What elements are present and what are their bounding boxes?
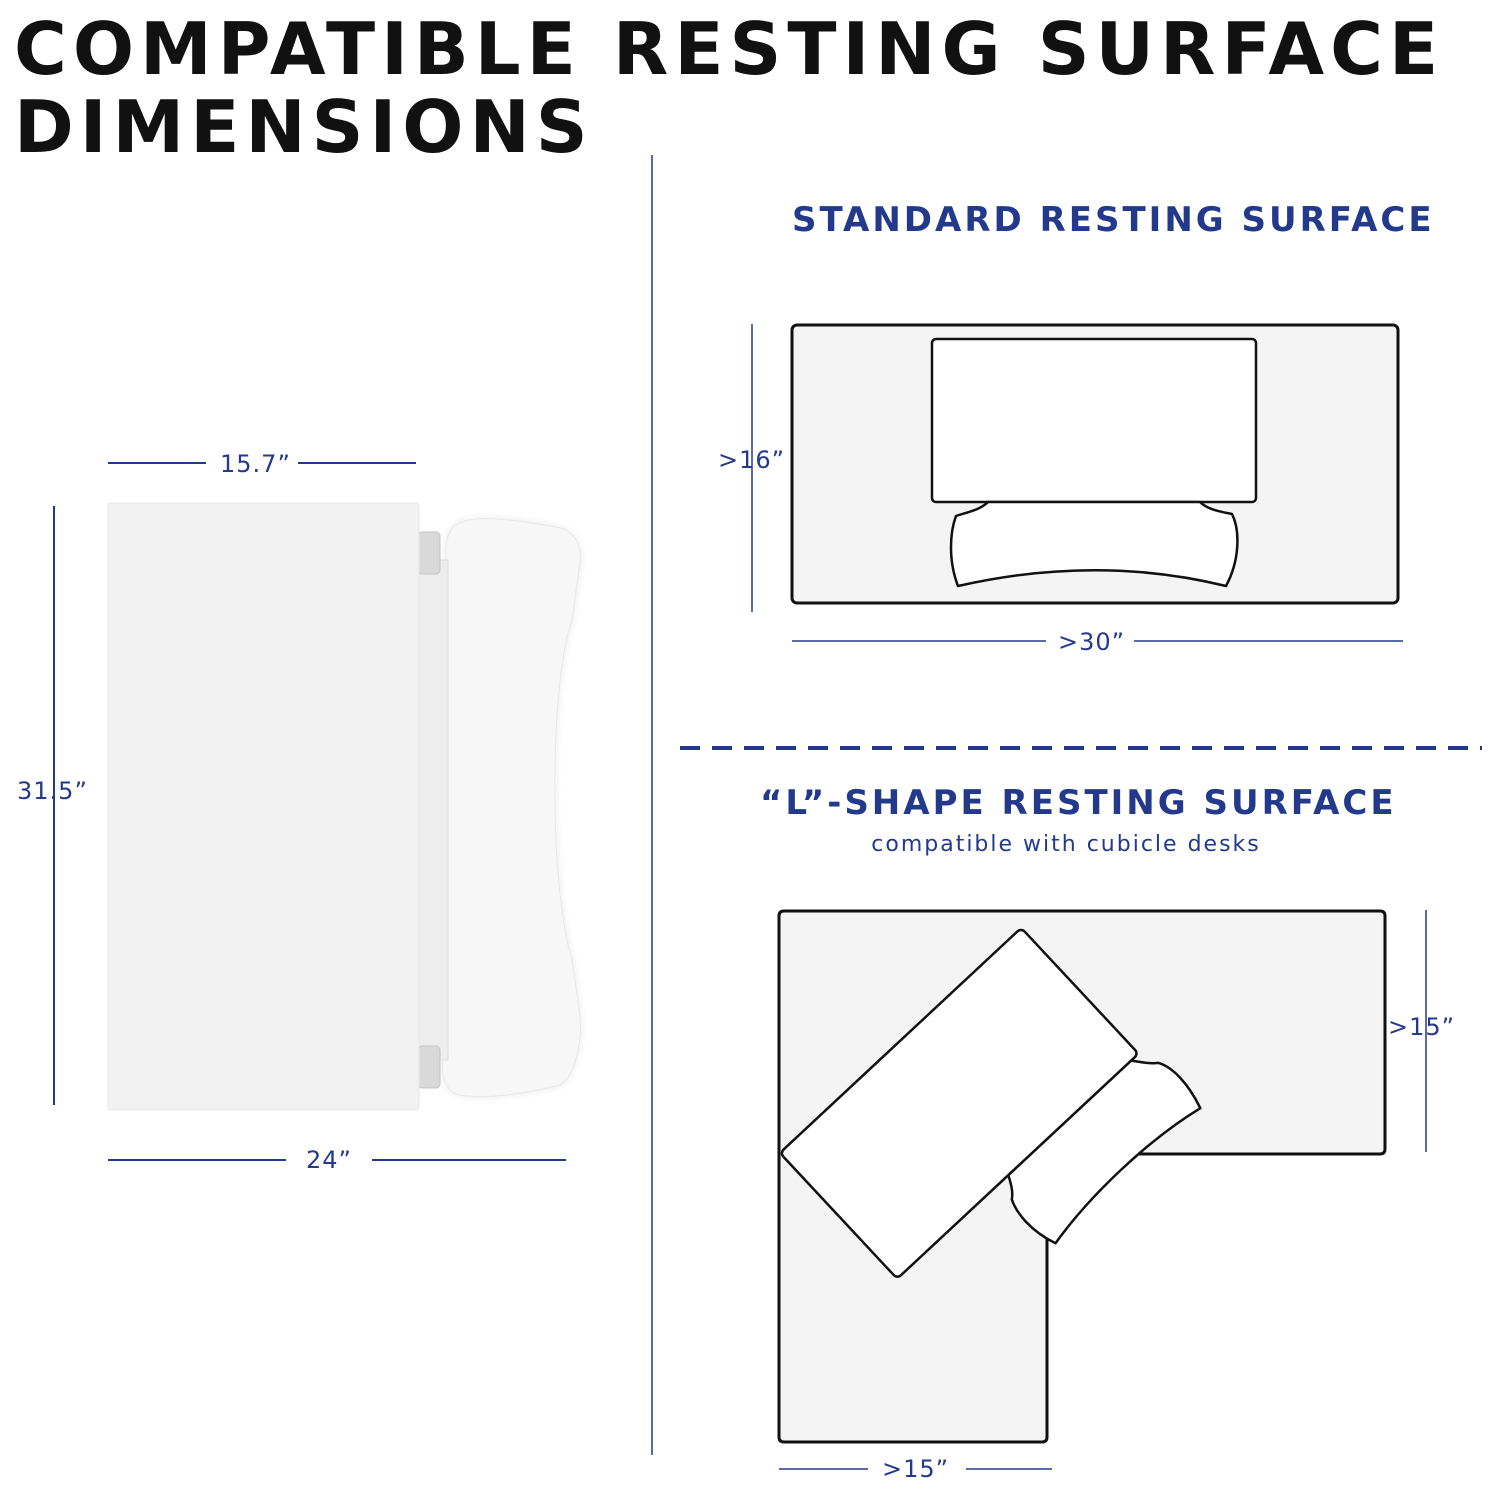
- standard-dimension-lines: [751, 324, 1403, 642]
- standard-depth-label: >16”: [718, 446, 786, 474]
- l-shape-section-title: “L”-SHAPE RESTING SURFACE: [760, 783, 1397, 823]
- standard-keyboard-tray: [949, 500, 1239, 588]
- standard-section-title: STANDARD RESTING SURFACE: [792, 200, 1435, 240]
- product-height-label: 31.5”: [17, 777, 88, 805]
- page-title: COMPATIBLE RESTING SURFACE DIMENSIONS: [14, 7, 1445, 169]
- bracket-top: [417, 531, 441, 575]
- standard-riser-top: [930, 337, 1258, 504]
- l-shape-keyboard-tray: [1007, 1059, 1202, 1245]
- l-shape-bottom-label: >15”: [882, 1455, 950, 1483]
- product-image: [107, 502, 581, 1111]
- l-shape-section-subtitle: compatible with cubicle desks: [871, 832, 1261, 857]
- work-surface: [107, 502, 420, 1111]
- l-shape-dimension-lines: [779, 910, 1427, 1470]
- standard-surface-diagram: [790, 323, 1400, 605]
- standard-width-label: >30”: [1058, 628, 1126, 656]
- l-shape-surface-diagram: [777, 909, 1387, 1444]
- l-shape-right-label: >15”: [1388, 1013, 1456, 1041]
- bracket-bottom: [417, 1045, 441, 1089]
- tray-rail: [417, 559, 449, 1061]
- l-shape-riser-top: [780, 928, 1138, 1278]
- product-width-label: 15.7”: [220, 450, 291, 478]
- product-depth-label: 24”: [306, 1146, 352, 1174]
- keyboard-tray: [441, 518, 581, 1098]
- product-dimension-lines: [53, 462, 566, 1161]
